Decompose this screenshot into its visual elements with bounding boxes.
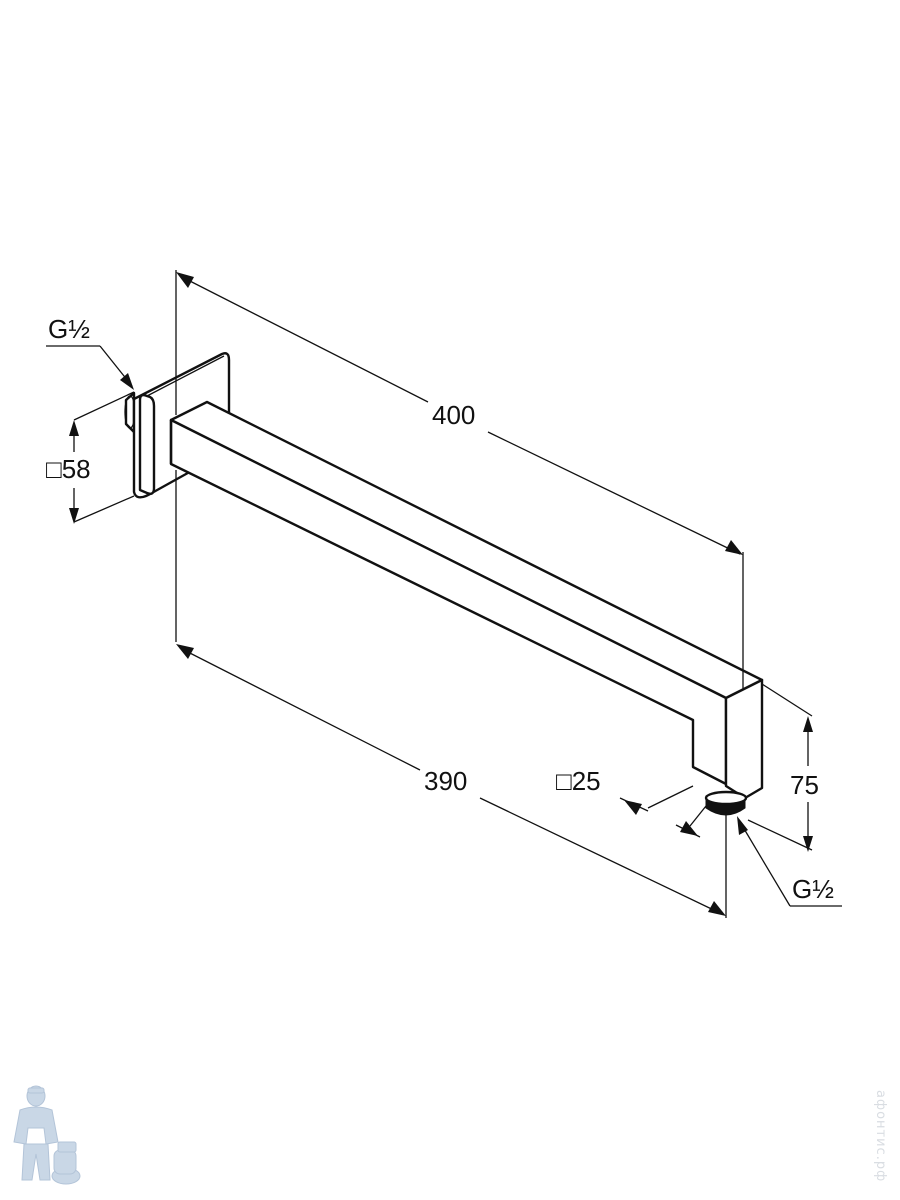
wall-flange-front bbox=[138, 393, 156, 496]
thread-callout-inlet: G½ bbox=[46, 314, 134, 390]
thread-callout-outlet: G½ bbox=[737, 816, 842, 907]
dimension-400-label: 400 bbox=[432, 400, 475, 430]
plumber-mascot-logo bbox=[13, 1085, 81, 1185]
dimension-arm-25-label: □25 bbox=[556, 766, 601, 796]
dimension-arm-25: □25 bbox=[556, 766, 701, 838]
thread-outlet-label: G½ bbox=[792, 874, 834, 904]
watermark-text: афонтис.рф bbox=[873, 1090, 888, 1183]
shower-arm bbox=[124, 352, 764, 816]
dimension-390-label: 390 bbox=[424, 766, 467, 796]
dimension-75: 75 bbox=[790, 716, 819, 852]
thread-inlet-label: G½ bbox=[48, 314, 90, 344]
dimension-flange-58: □58 bbox=[46, 420, 91, 524]
arm-horizontal bbox=[169, 400, 764, 700]
dimension-400: 400 bbox=[176, 272, 743, 555]
dimension-flange-58-label: □58 bbox=[46, 454, 91, 484]
dimension-75-label: 75 bbox=[790, 770, 819, 800]
extension-lines bbox=[73, 270, 813, 918]
dimension-390: 390 bbox=[176, 644, 726, 916]
